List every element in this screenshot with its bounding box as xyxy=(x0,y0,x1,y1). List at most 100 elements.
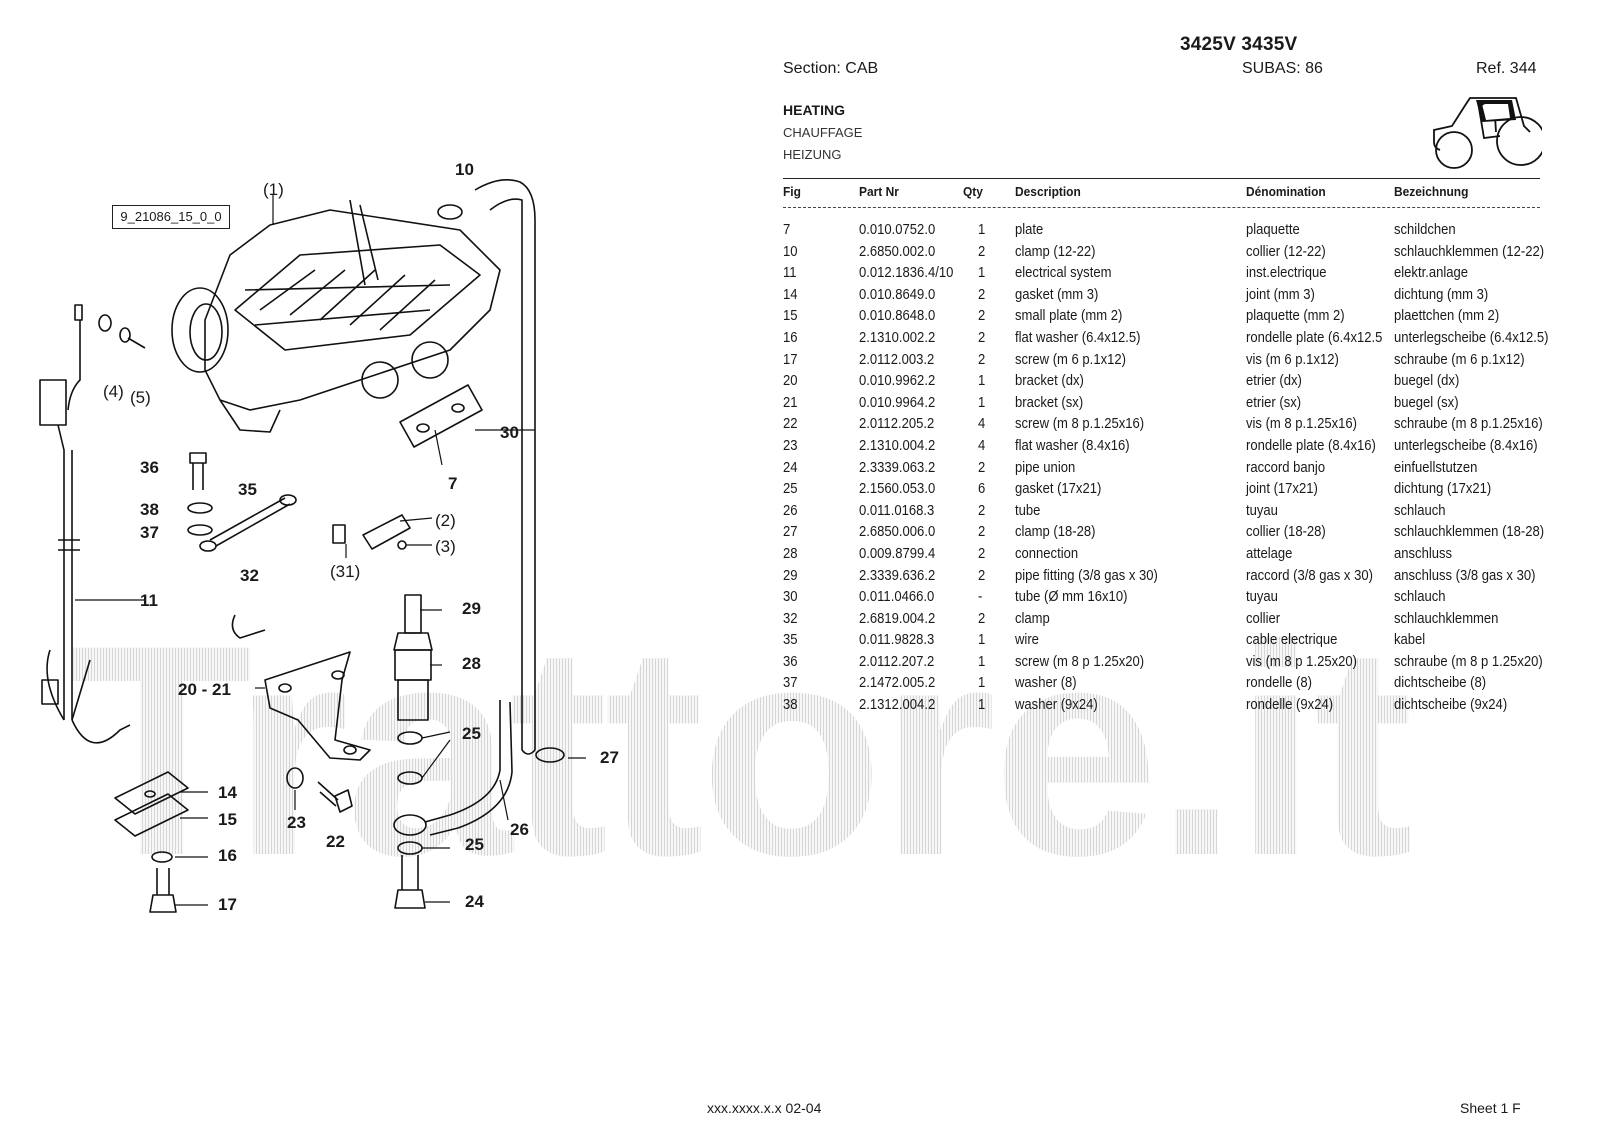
cell-description: pipe union xyxy=(1015,459,1076,476)
cell-bezeichnung: schlauchklemmen (18-28) xyxy=(1394,524,1545,541)
title-en: HEATING xyxy=(783,102,845,118)
cell-denomination: collier (18-28) xyxy=(1246,524,1326,541)
cell-bezeichnung: dichtung (17x21) xyxy=(1394,481,1492,498)
cell-denomination: vis (m 8 p.1.25x16) xyxy=(1246,416,1357,433)
cell-description: electrical system xyxy=(1015,265,1112,282)
callout-7: 7 xyxy=(448,474,458,493)
cell-part-number: 2.3339.063.2 xyxy=(859,459,936,476)
cell-description: gasket (17x21) xyxy=(1015,481,1102,498)
cell-fig: 16 xyxy=(783,329,798,346)
callout-16: 16 xyxy=(218,846,237,865)
cell-description: tube (Ø mm 16x10) xyxy=(1015,589,1128,606)
watermark: Trattore.it xyxy=(70,582,1414,918)
callout-5: (5) xyxy=(130,388,151,407)
col-bezeichnung: Bezeichnung xyxy=(1394,184,1469,199)
callout-30: 30 xyxy=(500,423,519,442)
cell-part-number: 0.012.1836.4/10 xyxy=(859,265,954,282)
cell-denomination: attelage xyxy=(1246,545,1293,562)
cell-qty: 2 xyxy=(978,308,986,325)
callout-25-upper: 25 xyxy=(462,724,481,743)
callout-38: 38 xyxy=(140,500,159,519)
cell-part-number: 2.1310.004.2 xyxy=(859,437,936,454)
cell-denomination: joint (17x21) xyxy=(1246,481,1318,498)
cell-bezeichnung: elektr.anlage xyxy=(1394,265,1469,282)
cell-description: bracket (dx) xyxy=(1015,373,1084,390)
cell-fig: 35 xyxy=(783,632,798,649)
cell-qty: 1 xyxy=(978,265,986,282)
callout-20-21: 20 - 21 xyxy=(178,680,231,699)
table-header-rule xyxy=(783,207,1540,208)
cell-bezeichnung: dichtung (mm 3) xyxy=(1394,286,1489,303)
cell-denomination: rondelle plate (6.4x12.5 xyxy=(1246,329,1383,346)
footer-sheet: Sheet 1 F xyxy=(1460,1100,1521,1116)
cell-fig: 21 xyxy=(783,394,798,411)
cell-description: clamp (12-22) xyxy=(1015,243,1096,260)
cell-fig: 30 xyxy=(783,589,798,606)
callout-35: 35 xyxy=(238,480,257,499)
cell-bezeichnung: schraube (m 8 p 1.25x20) xyxy=(1394,653,1543,670)
cell-description: tube xyxy=(1015,502,1041,519)
cell-description: clamp (18-28) xyxy=(1015,524,1096,541)
title-fr: CHAUFFAGE xyxy=(783,125,863,140)
cell-denomination: rondelle plate (8.4x16) xyxy=(1246,437,1376,454)
cell-fig: 20 xyxy=(783,373,798,390)
cell-part-number: 0.010.9964.2 xyxy=(859,394,936,411)
callout-14: 14 xyxy=(218,783,237,802)
cell-part-number: 2.0112.207.2 xyxy=(859,653,935,670)
cell-fig: 24 xyxy=(783,459,798,476)
cell-bezeichnung: schraube (m 6 p.1x12) xyxy=(1394,351,1525,368)
cell-part-number: 2.1312.004.2 xyxy=(859,697,936,714)
model-title: 3425V 3435V xyxy=(1180,34,1298,55)
cell-qty: 1 xyxy=(978,675,986,692)
footer-code: xxx.xxxx.x.x 02-04 xyxy=(707,1100,822,1116)
cell-qty: 4 xyxy=(978,437,986,454)
cell-fig: 11 xyxy=(783,265,797,282)
callout-27: 27 xyxy=(600,748,619,767)
cell-denomination: tuyau xyxy=(1246,502,1278,519)
cell-description: washer (8) xyxy=(1015,675,1077,692)
cell-fig: 32 xyxy=(783,610,798,627)
callout-22: 22 xyxy=(326,832,345,851)
cell-part-number: 2.0112.003.2 xyxy=(859,351,935,368)
cell-description: washer (9x24) xyxy=(1015,697,1098,714)
cell-bezeichnung: plaettchen (mm 2) xyxy=(1394,308,1500,325)
cell-qty: 2 xyxy=(978,610,986,627)
subas-label: SUBAS: 86 xyxy=(1242,60,1323,77)
cell-qty: 2 xyxy=(978,243,986,260)
cell-fig: 28 xyxy=(783,545,798,562)
cell-qty: 2 xyxy=(978,567,986,584)
cell-part-number: 2.6819.004.2 xyxy=(859,610,936,627)
cell-fig: 26 xyxy=(783,502,798,519)
callout-25-lower: 25 xyxy=(465,835,484,854)
cell-fig: 15 xyxy=(783,308,798,325)
cell-part-number: 0.011.0168.3 xyxy=(859,502,935,519)
cell-part-number: 0.010.9962.2 xyxy=(859,373,936,390)
cell-qty: 6 xyxy=(978,481,986,498)
heater-unit xyxy=(204,209,501,411)
callout-23: 23 xyxy=(287,813,306,832)
col-fig: Fig xyxy=(783,184,801,199)
cell-part-number: 2.3339.636.2 xyxy=(859,567,936,584)
cell-part-number: 2.1310.002.2 xyxy=(859,329,936,346)
cell-denomination: cable electrique xyxy=(1246,632,1338,649)
cell-bezeichnung: kabel xyxy=(1394,632,1426,649)
cell-bezeichnung: buegel (sx) xyxy=(1394,394,1459,411)
tractor-icon xyxy=(1433,97,1542,169)
cell-qty: 2 xyxy=(978,459,986,476)
cell-denomination: vis (m 8 p 1.25x20) xyxy=(1246,653,1357,670)
callout-17: 17 xyxy=(218,895,237,914)
cell-part-number: 0.010.8649.0 xyxy=(859,286,936,303)
callout-26: 26 xyxy=(510,820,529,839)
cell-bezeichnung: unterlegscheibe (6.4x12.5) xyxy=(1394,329,1549,346)
cell-bezeichnung: einfuellstutzen xyxy=(1394,459,1478,476)
